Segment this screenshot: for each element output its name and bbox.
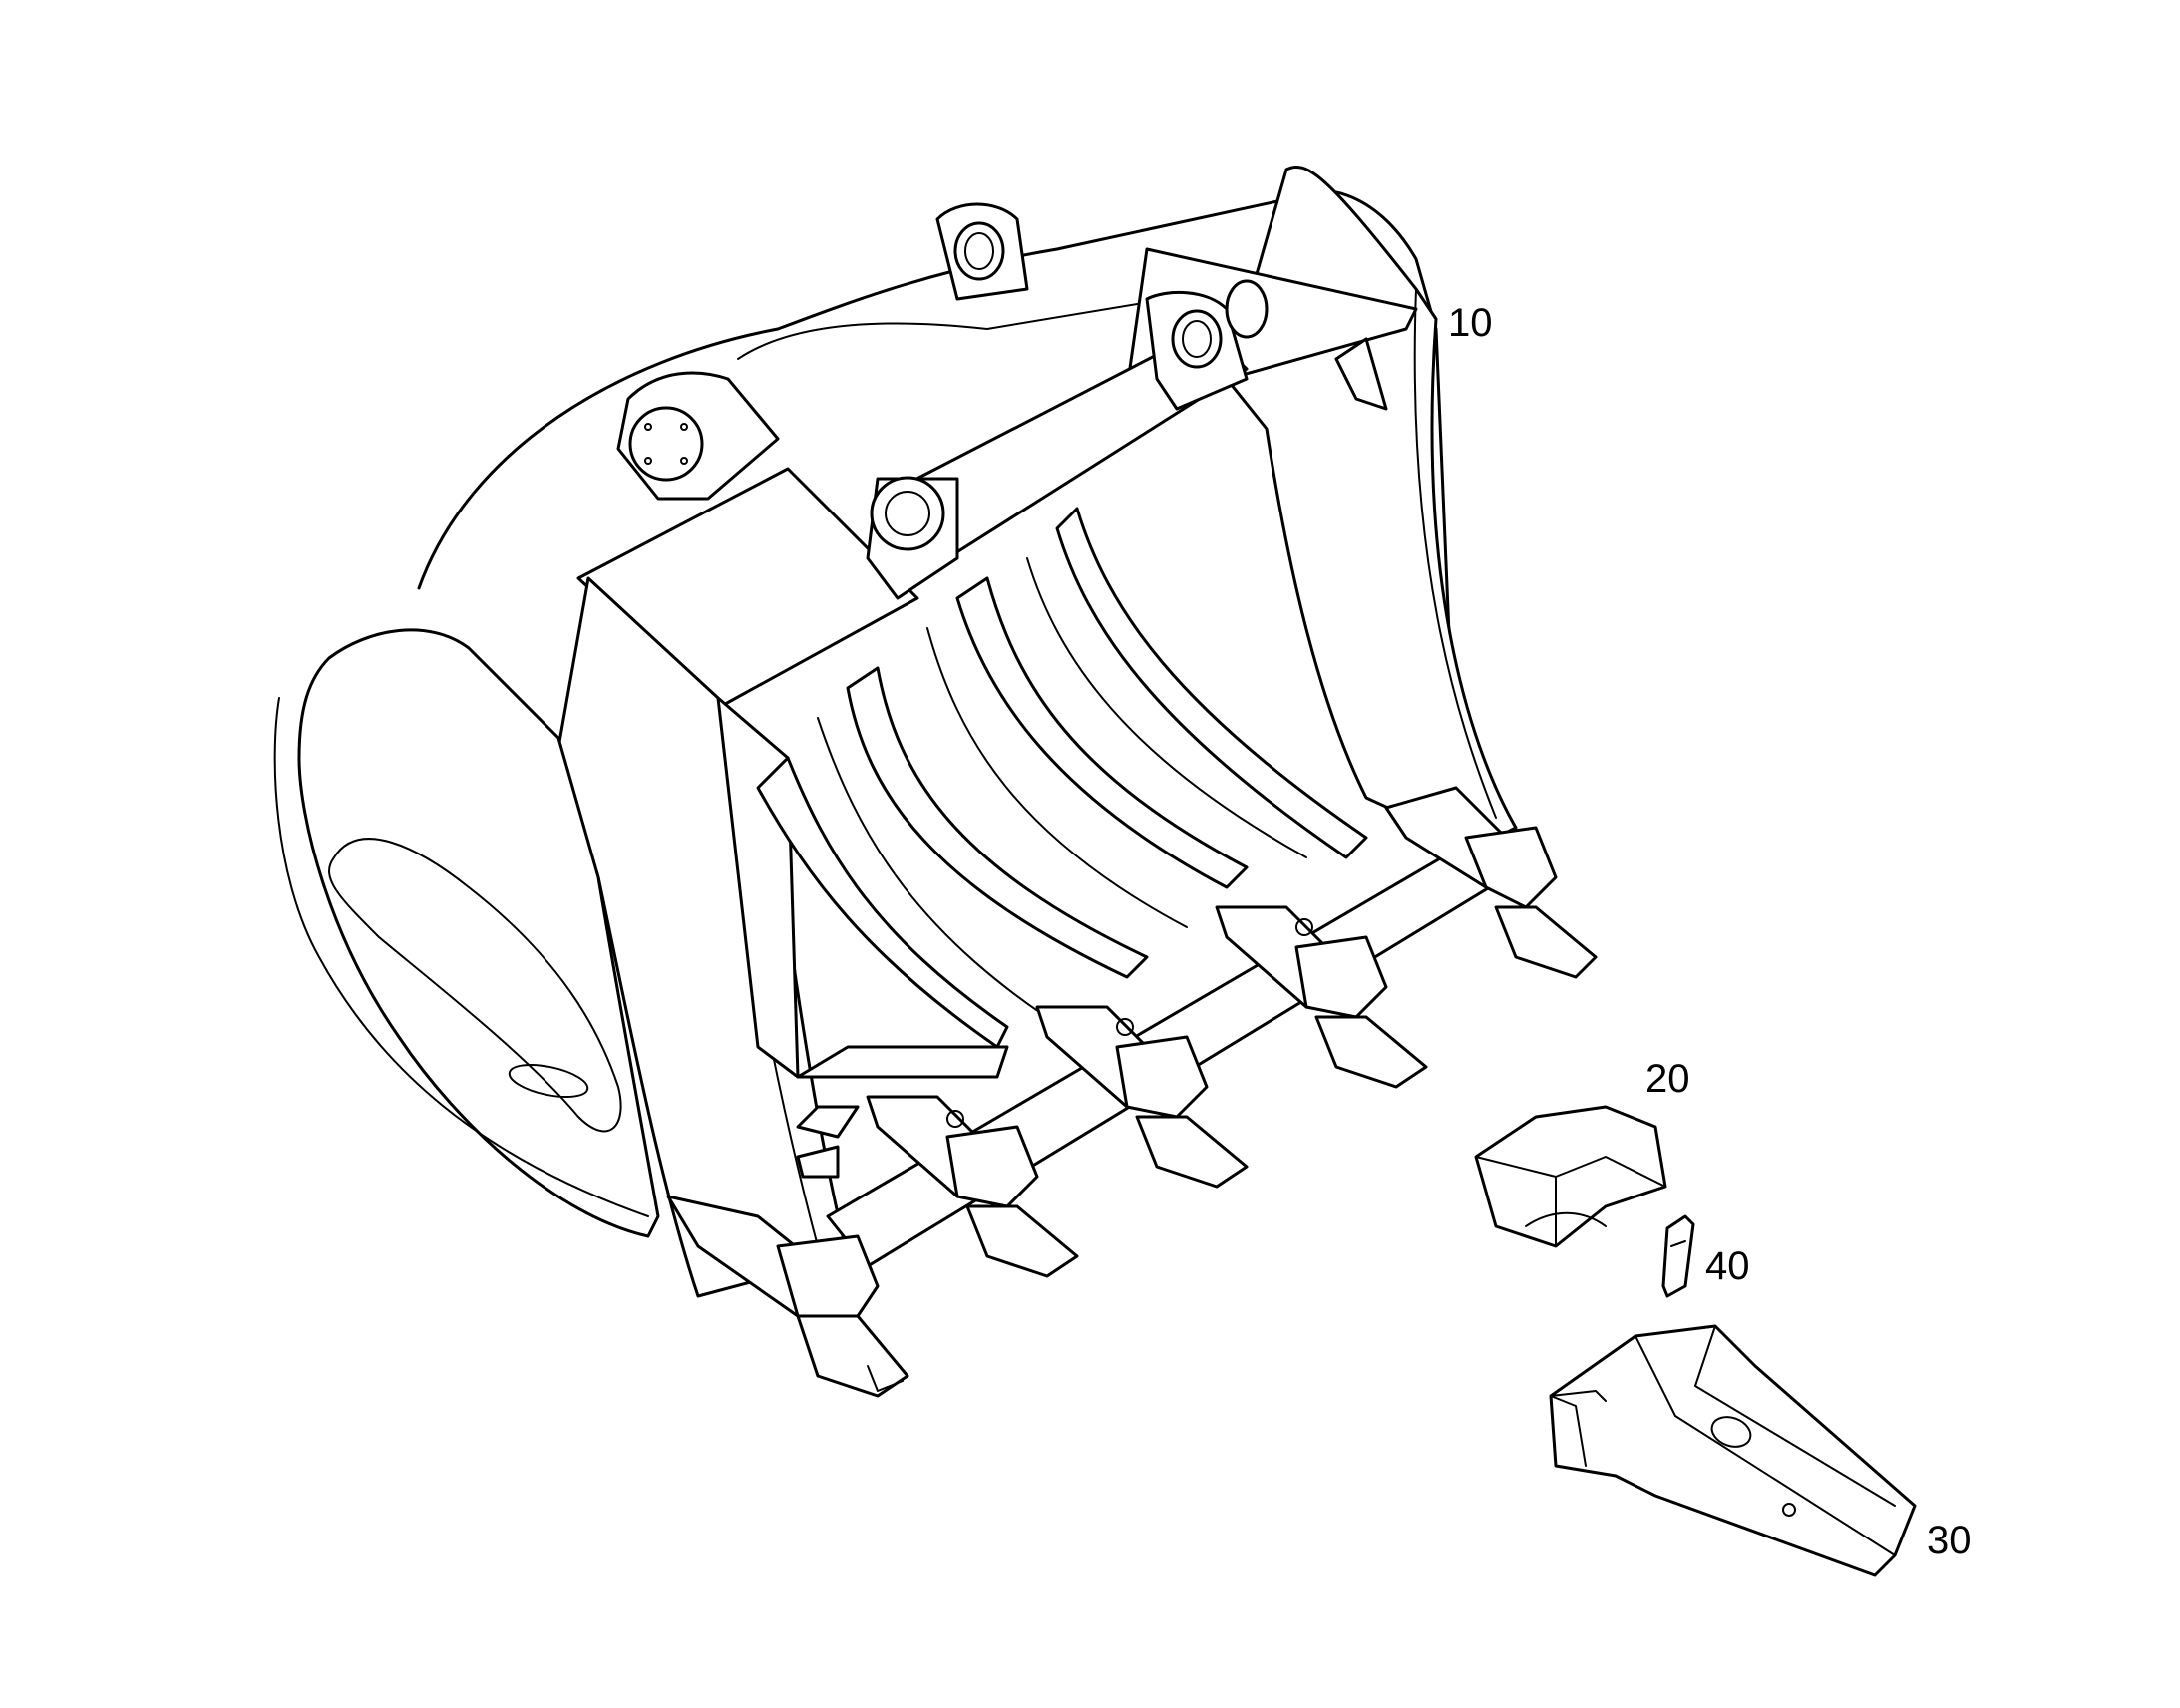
- top-pivot-hole-right-inner: [1182, 320, 1212, 358]
- top-pivot-hole-right: [1171, 309, 1223, 369]
- front-pivot-center: [885, 491, 930, 536]
- bucket-tooth-4: [1215, 905, 1428, 1089]
- callout-bucket: 10: [1448, 301, 1493, 345]
- bucket-left-rim: [273, 697, 649, 1217]
- left-pivot-bolt-4: [680, 457, 688, 465]
- rib-curve-b: [926, 627, 1188, 928]
- rib-strip-4: [1055, 507, 1368, 859]
- right-inner-gusset: [1334, 337, 1388, 411]
- callout-retainer-pin: 40: [1705, 1244, 1750, 1288]
- callout-tooth: 30: [1927, 1519, 1972, 1562]
- callout-adapter: 20: [1645, 1057, 1690, 1101]
- bucket-tooth-2: [866, 1095, 1079, 1278]
- bucket-tooth-5: [1384, 786, 1598, 979]
- bucket-back-shell: [417, 188, 1458, 800]
- left-pivot-bolt-3: [644, 457, 652, 465]
- rib-curve-a: [817, 717, 1078, 1038]
- floor-strip-1: [796, 1045, 1009, 1079]
- bucket-left-cap-inner: [328, 838, 622, 1133]
- retainer-pin-part: [1661, 1214, 1695, 1298]
- bucket-left-end-cap: [297, 628, 660, 1238]
- top-pivot-hole-left: [953, 221, 1005, 281]
- left-pivot-bolt-2: [680, 423, 688, 431]
- rib-curve-c: [1026, 557, 1307, 858]
- tooth-part: [1549, 1324, 1917, 1577]
- floor-strip-3: [796, 1145, 840, 1179]
- bucket-back-inner-curve: [737, 298, 1168, 360]
- bucket-tooth-3: [1035, 1005, 1249, 1189]
- bucket-right-side-plate: [1225, 165, 1518, 850]
- left-pivot-bolt-1: [644, 423, 652, 431]
- bucket-right-plate-edge: [1413, 288, 1497, 819]
- floor-strip-2: [796, 1105, 860, 1139]
- rib-strip-2: [846, 666, 1149, 979]
- top-pivot-collar: [1225, 279, 1269, 339]
- rib-strip-3: [955, 576, 1249, 889]
- top-pivot-hole-left-inner: [964, 232, 994, 270]
- adapter-part: [1474, 1105, 1667, 1248]
- bucket-left-cap-slot: [508, 1063, 589, 1099]
- left-pivot-boss: [628, 406, 704, 482]
- bucket-assembly: [273, 165, 1598, 1398]
- bucket-tooth-1: [666, 1195, 909, 1398]
- front-pivot-boss: [870, 476, 945, 551]
